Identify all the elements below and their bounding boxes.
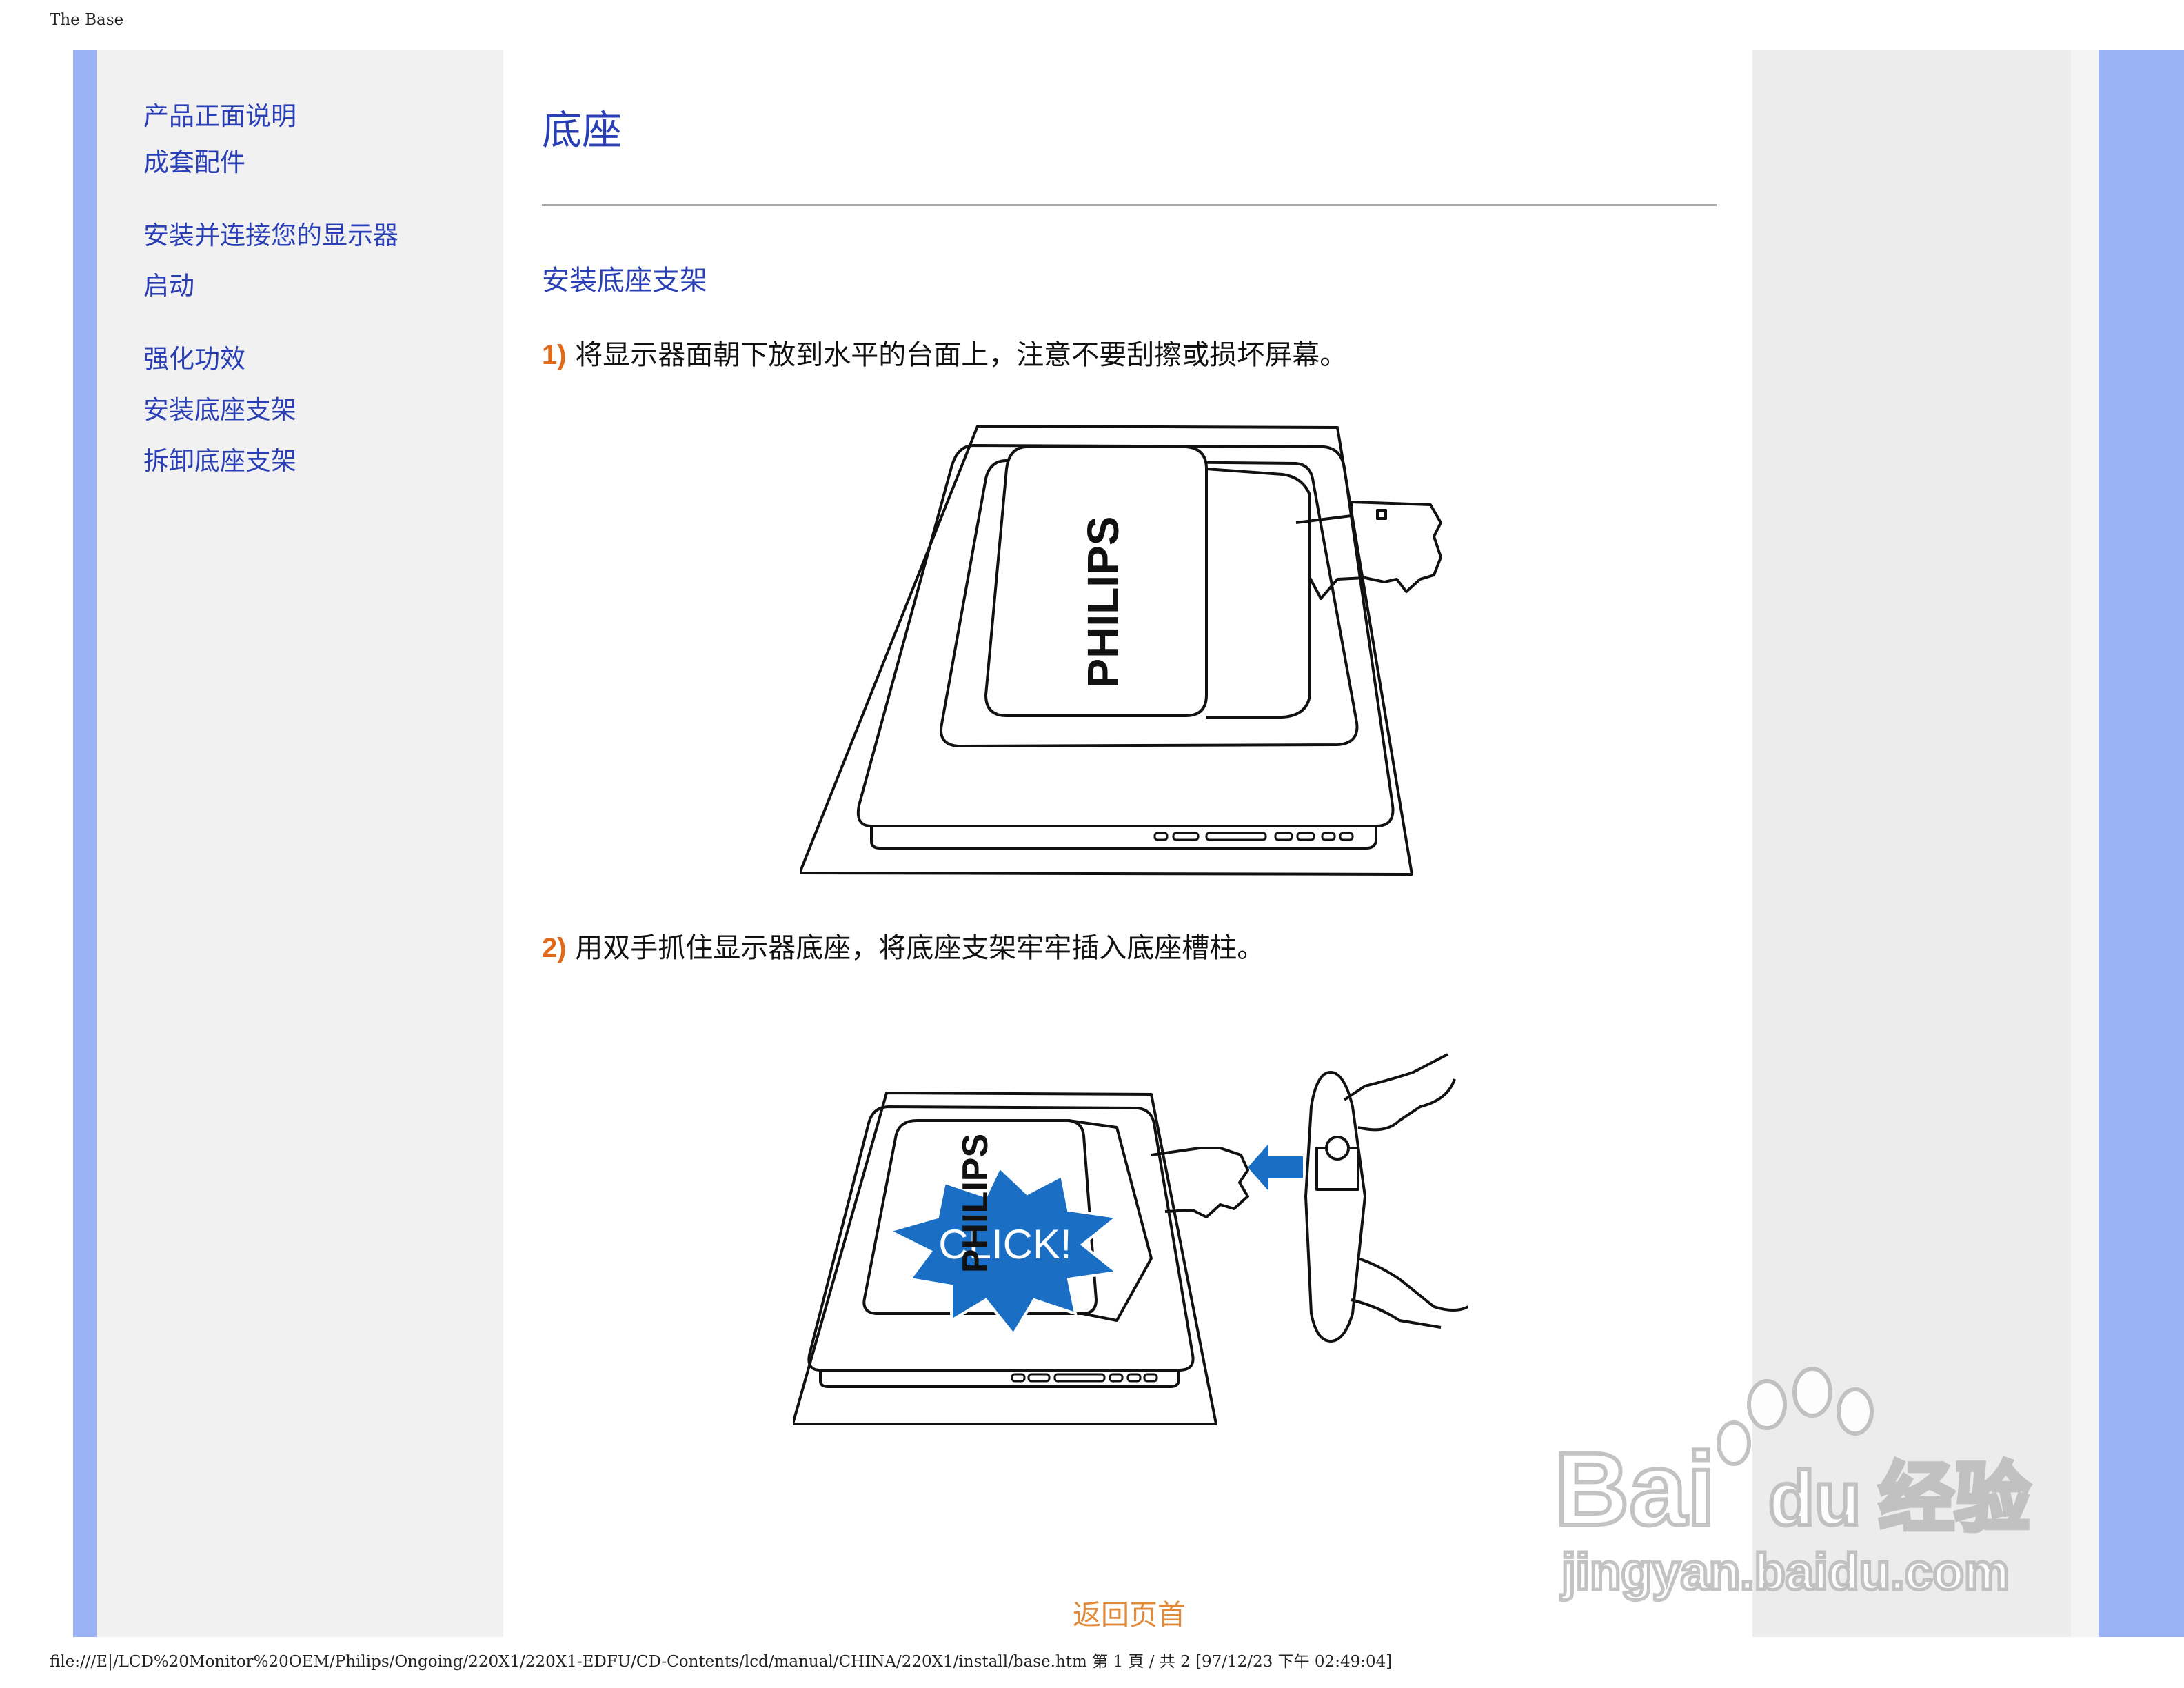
step-1: 1) 将显示器面朝下放到水平的台面上，注意不要刮擦或损坏屏幕。 [542,332,1347,372]
figure-monitor-face-down: PHILIPS [800,425,1442,876]
step-1-number: 1) [542,340,567,370]
title-divider [542,204,1717,206]
watermark-url: jingyan.baidu.com [1560,1543,2010,1600]
sidebar-link-getting-started[interactable]: 启动 [143,271,194,301]
watermark-brand: Bai [1555,1431,1715,1547]
click-callout: CLICK! [938,1221,1071,1267]
figure2-brand-logo: PHILIPS [956,1134,995,1273]
step-2: 2) 用双手抓住显示器底座，将底座支架牢牢插入底座槽柱。 [542,925,1264,965]
back-to-top-link[interactable]: 返回页首 [1073,1598,1186,1631]
watermark-brand-suffix: du [1768,1456,1861,1541]
baidu-jingyan-watermark: Bai du 经验 jingyan.baidu.com [1553,1367,2032,1602]
sidebar-link-optimize[interactable]: 强化功效 [143,344,245,374]
right-panel-edge [2071,50,2099,1637]
sidebar [97,50,503,1637]
step-1-text: 将显示器面朝下放到水平的台面上，注意不要刮擦或损坏屏幕。 [575,339,1348,371]
watermark-product: 经验 [1879,1454,2030,1543]
page-title: 底座 [542,107,623,154]
section-title: 安装底座支架 [542,265,707,297]
sidebar-link-remove-base[interactable]: 拆卸底座支架 [143,446,296,476]
sidebar-link-accessories[interactable]: 成套配件 [143,148,245,177]
main-content [503,50,1752,1637]
figure-insert-stand: CLICK! PHILIPS [793,1053,1468,1425]
left-accent-strip [73,50,97,1637]
sidebar-link-connect-monitor[interactable]: 安装并连接您的显示器 [143,221,398,250]
sidebar-link-front-view[interactable]: 产品正面说明 [143,101,296,131]
document-footer-path: file:///E|/LCD%20Monitor%20OEM/Philips/O… [50,1653,1393,1671]
sidebar-link-install-base[interactable]: 安装底座支架 [143,395,296,425]
document-header-title: The Base [50,11,124,29]
insert-direction-arrow [1248,1144,1303,1191]
figure1-brand-logo: PHILIPS [1078,516,1128,688]
step-2-text: 用双手抓住显示器底座，将底座支架牢牢插入底座槽柱。 [575,932,1265,964]
step-2-number: 2) [542,933,567,963]
right-accent-strip [2099,50,2184,1637]
